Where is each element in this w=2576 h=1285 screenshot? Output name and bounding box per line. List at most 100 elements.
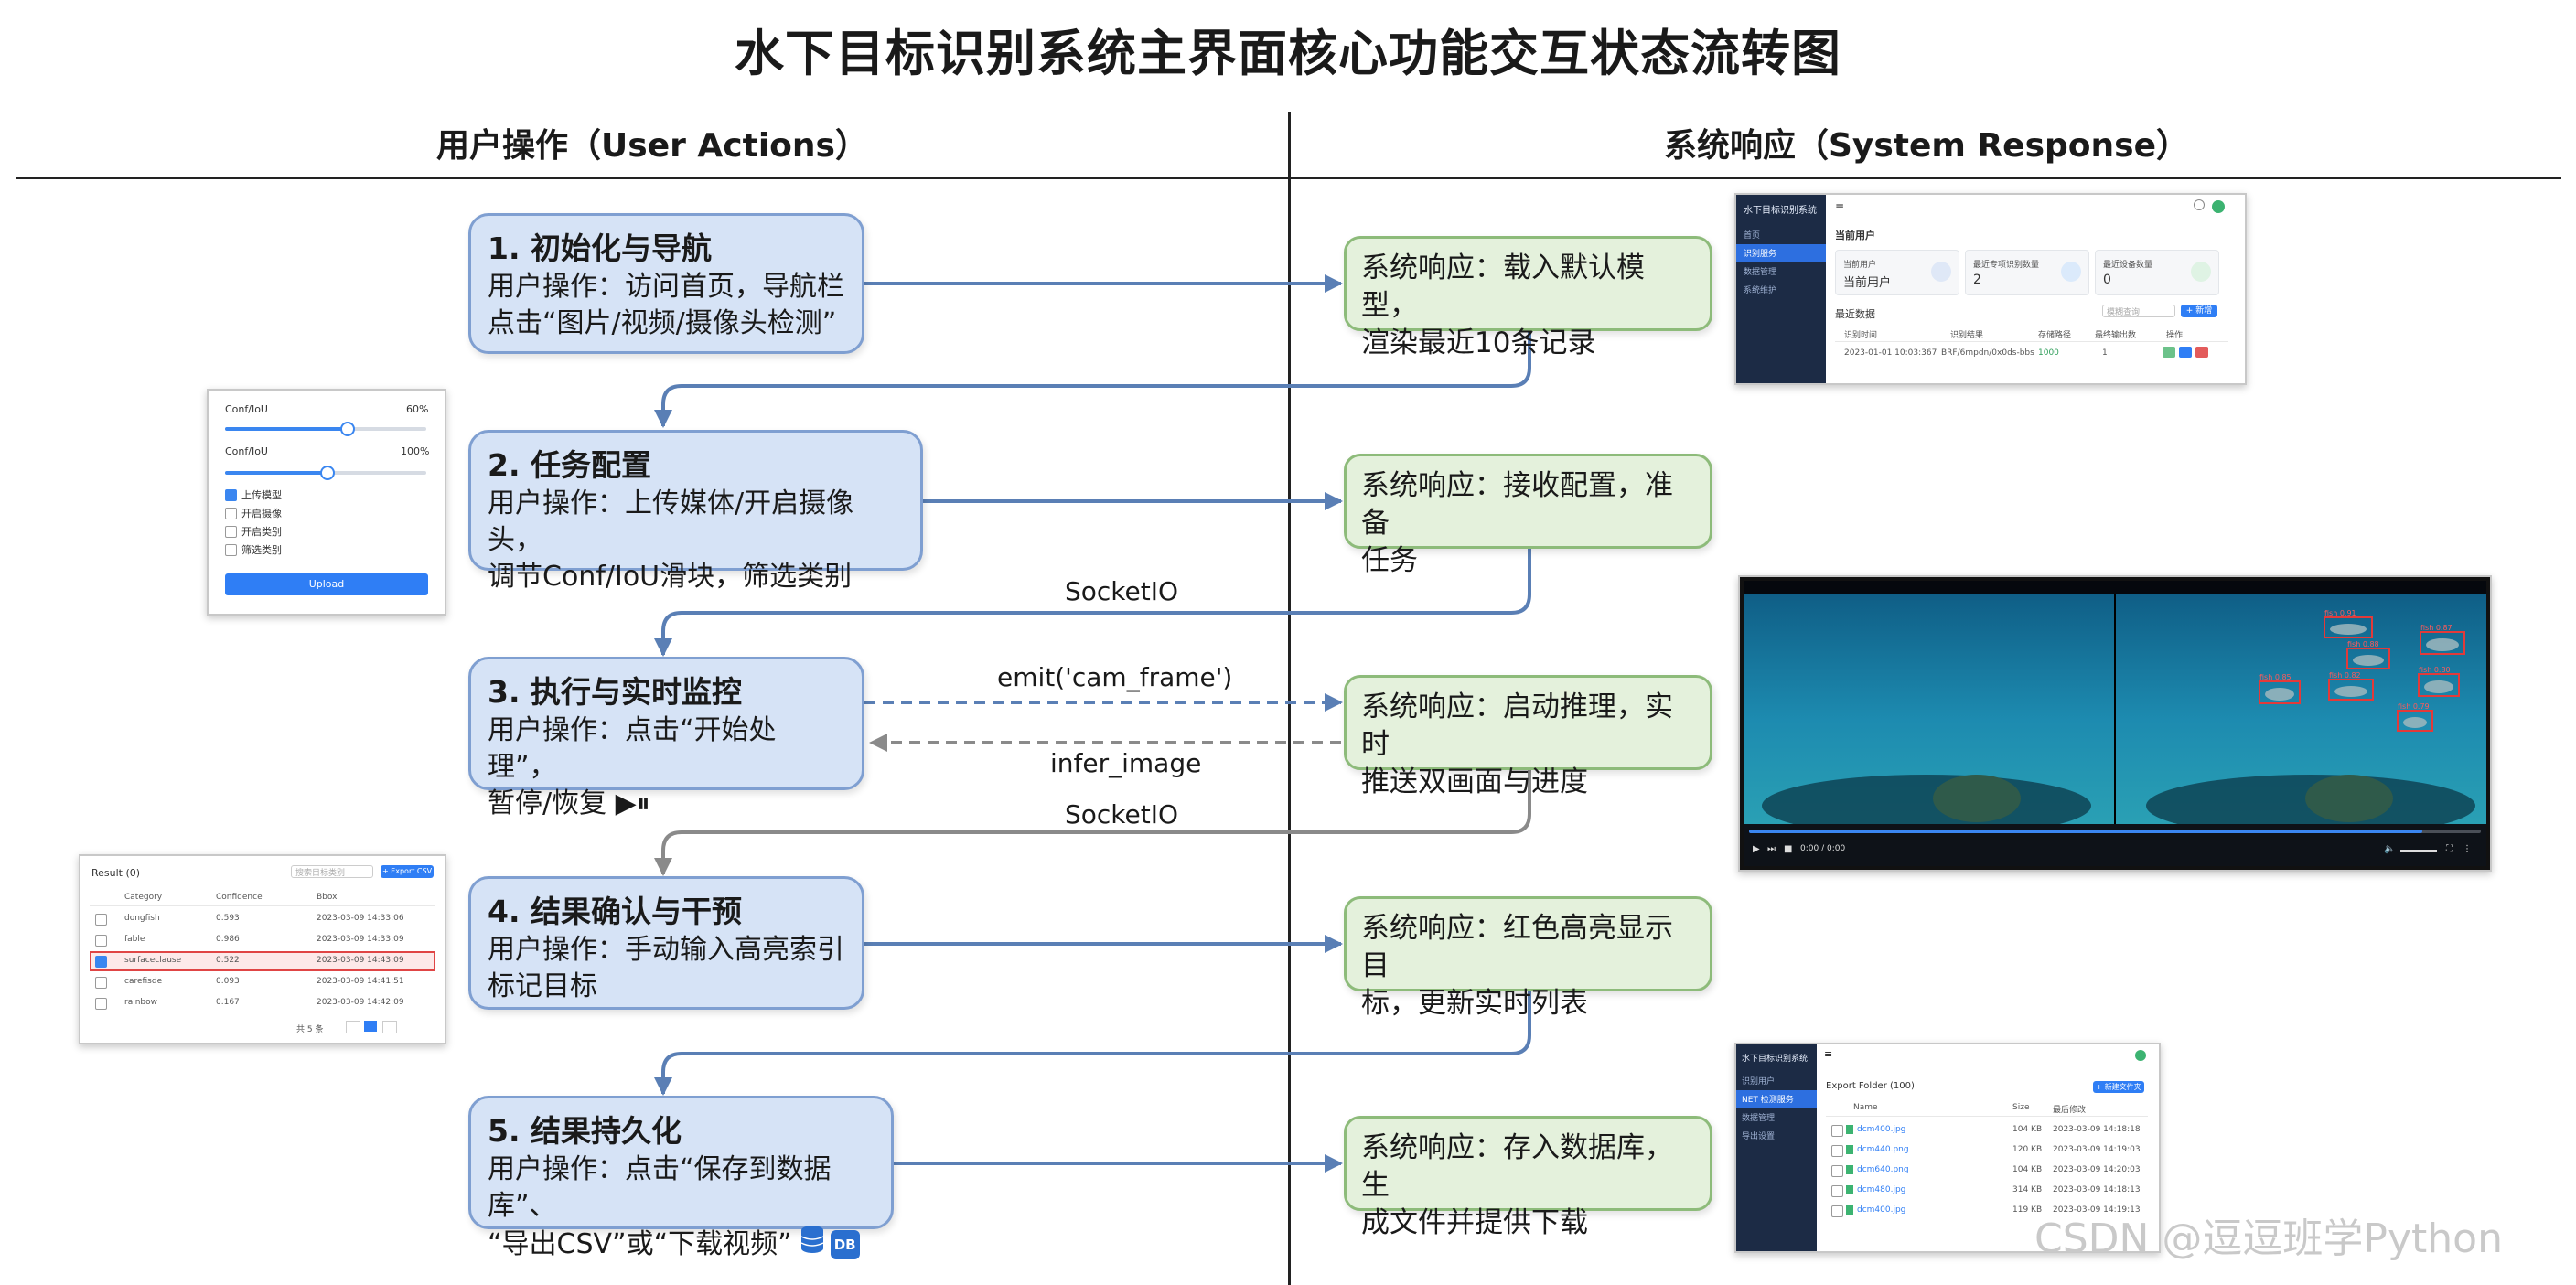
export-file-row[interactable]: dcm640.png 104 KB 2023-03-09 14:20:03 — [1826, 1162, 2148, 1180]
dashboard-avatar[interactable] — [2212, 200, 2225, 213]
result-row[interactable]: rainbow 0.167 2023-03-09 14:42:09 — [90, 993, 435, 1013]
export-cell-name[interactable]: dcm480.jpg — [1857, 1185, 1906, 1194]
export-file-row[interactable]: dcm400.jpg 104 KB 2023-03-09 14:18:18 — [1826, 1121, 2148, 1140]
export-col-modified: 最后修改 — [2053, 1106, 2087, 1115]
row-delete-button[interactable] — [2195, 347, 2208, 358]
option-checkbox-camera[interactable] — [225, 508, 237, 519]
result-table-screenshot: Result (0) 搜索目标类别 + Export CSV Category … — [79, 854, 446, 1044]
fullscreen-icon[interactable]: ⛶ — [2446, 844, 2453, 854]
more-icon[interactable]: ⋮ — [2463, 844, 2472, 854]
option-label-upload: 上传模型 — [242, 489, 282, 501]
result-cell-confidence: 0.093 — [216, 977, 240, 986]
fish-shape — [2403, 717, 2427, 728]
volume-icon[interactable]: 🔈 — [2384, 844, 2396, 854]
export-cell-name[interactable]: dcm400.jpg — [1857, 1205, 1906, 1215]
export-row-checkbox[interactable] — [1831, 1145, 1843, 1157]
result-search-input[interactable]: 搜索目标类别 — [291, 865, 373, 878]
volume-slider[interactable] — [2400, 850, 2437, 852]
result-row[interactable]: carefisde 0.093 2023-03-09 14:41:51 — [90, 972, 435, 992]
conf-slider[interactable] — [225, 422, 426, 436]
dashboard-menu-item-data[interactable]: 数据管理 — [1744, 268, 1777, 277]
arrow-response3-to-step4 — [654, 770, 1531, 876]
upload-button[interactable]: Upload — [225, 573, 428, 595]
export-new-folder-button[interactable]: + 新建文件夹 — [2093, 1081, 2144, 1093]
row-view-button[interactable] — [2163, 347, 2175, 358]
row-edit-button[interactable] — [2179, 347, 2192, 358]
option-checkbox-filter[interactable] — [225, 544, 237, 556]
export-row-checkbox[interactable] — [1831, 1125, 1843, 1137]
conf-slider-knob[interactable] — [340, 422, 355, 436]
play-icon[interactable]: ▶ — [1753, 844, 1760, 854]
export-cell-name[interactable]: dcm400.jpg — [1857, 1125, 1906, 1134]
card-devices-value: 0 — [2103, 273, 2111, 287]
export-menu-item-settings[interactable]: 导出设置 — [1742, 1132, 1776, 1141]
next-icon[interactable]: ⏭ — [1767, 844, 1776, 854]
result-col-confidence: Confidence — [216, 893, 263, 902]
export-file-row[interactable]: dcm400.jpg 119 KB 2023-03-09 14:19:13 — [1826, 1202, 2148, 1220]
dashboard-sidebar: 水下目标识别系统 首页 识别服务 数据管理 系统维护 — [1736, 195, 1826, 383]
export-menu-toggle-icon[interactable]: ≡ — [1824, 1048, 1833, 1060]
detection-label: fish 0.88 — [2347, 640, 2379, 648]
card-user-value: 当前用户 — [1843, 276, 1892, 290]
option-checkbox-upload[interactable] — [225, 489, 237, 501]
dashboard-add-button[interactable]: + 新增 — [2181, 305, 2217, 317]
video-progress-track[interactable] — [1749, 830, 2481, 833]
export-cell-name[interactable]: dcm440.png — [1857, 1145, 1909, 1154]
iou-slider-knob[interactable] — [320, 466, 335, 480]
result-row-checkbox[interactable] — [95, 998, 107, 1010]
option-label-class: 开启类别 — [242, 526, 282, 538]
dashboard-col-count: 最终输出数 — [2095, 331, 2137, 340]
database-icon — [800, 1225, 825, 1264]
user-actions-header: 用户操作（User Actions） — [436, 127, 868, 165]
stop-icon[interactable]: ■ — [1784, 844, 1793, 854]
dashboard-menu-item-home[interactable]: 首页 — [1744, 231, 1761, 241]
iou-slider-fill — [225, 471, 326, 475]
option-checkbox-class[interactable] — [225, 526, 237, 538]
result-row-checkbox[interactable] — [95, 977, 107, 989]
export-row-checkbox[interactable] — [1831, 1205, 1843, 1217]
result-row-checkbox[interactable] — [95, 914, 107, 926]
export-heading: Export Folder (100) — [1826, 1081, 1915, 1091]
count-icon — [2061, 262, 2081, 282]
devices-icon — [2191, 262, 2211, 282]
result-cell-bbox: 2023-03-09 14:33:06 — [317, 914, 404, 923]
result-row[interactable]: dongfish 0.593 2023-03-09 14:33:06 — [90, 909, 435, 929]
export-cell-name[interactable]: dcm640.png — [1857, 1165, 1909, 1174]
detection-label: fish 0.85 — [2259, 673, 2292, 681]
conf-label: Conf/IoU — [225, 403, 268, 415]
iou-slider[interactable] — [225, 466, 426, 480]
result-row-checkbox[interactable] — [95, 935, 107, 947]
db-badge-icon: DB — [830, 1229, 860, 1259]
result-row-checkbox[interactable] — [95, 956, 107, 968]
step5-line2-row: “导出CSV”或“下载视频” DB — [488, 1225, 875, 1264]
step4-line1: 用户操作：手动输入高亮索引 — [488, 934, 844, 966]
pager-next-button[interactable] — [382, 1021, 397, 1033]
result-title: Result (0) — [91, 867, 141, 879]
pager-page-button[interactable] — [364, 1021, 377, 1032]
export-menu-item-users[interactable]: 识别用户 — [1742, 1077, 1776, 1087]
export-menu-item-data[interactable]: 数据管理 — [1742, 1114, 1776, 1123]
export-file-row[interactable]: dcm480.jpg 314 KB 2023-03-09 14:18:13 — [1826, 1182, 2148, 1200]
export-row-checkbox[interactable] — [1831, 1165, 1843, 1177]
dashboard-menu-item-recognize[interactable]: 识别服务 — [1736, 244, 1826, 262]
result-row-highlighted[interactable]: surfaceclause 0.522 2023-03-09 14:43:09 — [90, 951, 435, 971]
response4-box: 系统响应：红色高亮显示目 标，更新实时列表 — [1344, 896, 1712, 1020]
dashboard-menu-item-system[interactable]: 系统维护 — [1744, 286, 1777, 295]
pager-prev-button[interactable] — [346, 1021, 360, 1033]
export-row-checkbox[interactable] — [1831, 1185, 1843, 1197]
dashboard-menu-toggle-icon[interactable]: ≡ — [1835, 200, 1845, 213]
export-avatar[interactable] — [2135, 1050, 2146, 1061]
result-row[interactable]: fable 0.986 2023-03-09 14:33:09 — [90, 930, 435, 950]
dashboard-search-input[interactable]: 模糊查询 — [2102, 305, 2175, 317]
option-label-filter: 筛选类别 — [242, 544, 282, 556]
dashboard-settings-icon[interactable] — [2194, 199, 2205, 210]
response3-line2: 推送双画面与进度 — [1361, 766, 1588, 798]
result-cell-confidence: 0.593 — [216, 914, 240, 923]
export-csv-button[interactable]: + Export CSV — [381, 865, 434, 878]
export-cell-modified: 2023-03-09 14:19:13 — [2053, 1205, 2141, 1215]
response5-line2: 成文件并提供下载 — [1361, 1206, 1588, 1239]
export-menu-item-service[interactable]: NET 检测服务 — [1736, 1090, 1817, 1108]
export-file-row[interactable]: dcm440.png 120 KB 2023-03-09 14:19:03 — [1826, 1141, 2148, 1160]
result-col-category: Category — [124, 893, 163, 902]
